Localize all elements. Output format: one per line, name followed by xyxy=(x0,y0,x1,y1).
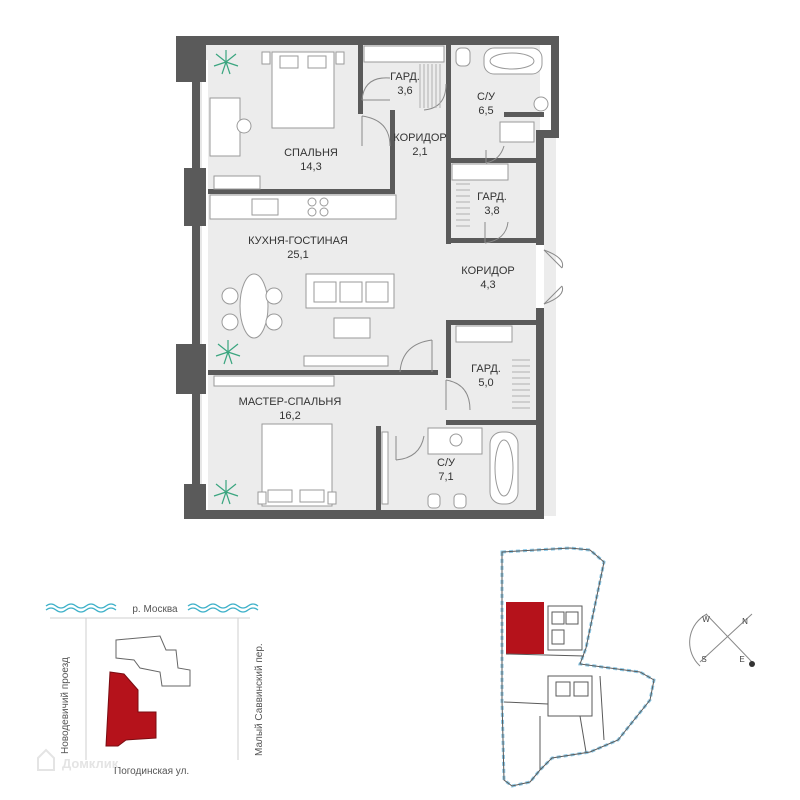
room-area-gard2: 3,8 xyxy=(484,205,499,217)
desk xyxy=(209,97,241,157)
kitchen-counter xyxy=(209,194,397,220)
apartment-plan: СПАЛЬНЯ 14,3 ГАРД. 3,6 С/У 6,5 КОРИДОР 2… xyxy=(176,36,564,519)
building-facade xyxy=(500,546,656,788)
building-core xyxy=(503,605,605,770)
furniture xyxy=(209,45,549,509)
street-left-label: Новодевичий проезд xyxy=(60,657,71,754)
room-area-gard3: 5,0 xyxy=(478,377,493,389)
svg-text:W: W xyxy=(702,615,710,624)
room-area-koridor2: 4,3 xyxy=(480,279,495,291)
room-area-spalnya: 14,3 xyxy=(300,161,321,173)
room-name-gard1: ГАРД. xyxy=(390,71,420,83)
room-name-gard2: ГАРД. xyxy=(477,191,507,203)
room-area-koridor1: 2,1 xyxy=(412,146,427,158)
room-labels: СПАЛЬНЯ 14,3 ГАРД. 3,6 С/У 6,5 КОРИДОР 2… xyxy=(239,71,515,483)
room-name-koridor2: КОРИДОР xyxy=(461,265,514,277)
master-wardrobe xyxy=(213,375,335,387)
river-icon xyxy=(45,603,259,613)
street-bottom-label: Погодинская ул. xyxy=(114,766,189,777)
location-map: р. Москва Новодевичий проезд Малый Савви… xyxy=(45,603,265,777)
dining-table xyxy=(239,273,269,339)
sink-1 xyxy=(499,121,535,143)
room-area-su2: 7,1 xyxy=(438,471,453,483)
plant-icon xyxy=(213,480,239,505)
room-name-kitchen: КУХНЯ-ГОСТИНАЯ xyxy=(248,235,348,247)
room-name-su1: С/У xyxy=(477,91,496,103)
room-area-kitchen: 25,1 xyxy=(287,249,308,261)
room-name-master: МАСТЕР-СПАЛЬНЯ xyxy=(239,396,342,408)
plant-icons xyxy=(213,50,241,505)
compass-icon: W N S E xyxy=(689,613,755,667)
bedroom-shelf xyxy=(213,175,261,190)
outer-walls xyxy=(176,36,559,519)
highlighted-unit xyxy=(506,602,544,654)
room-name-koridor1: КОРИДОР xyxy=(393,132,446,144)
svg-text:S: S xyxy=(701,655,706,664)
room-name-spalnya: СПАЛЬНЯ xyxy=(284,147,338,159)
plant-icon xyxy=(213,50,239,75)
highlighted-building xyxy=(105,671,157,747)
room-area-gard1: 3,6 xyxy=(397,85,412,97)
coffee-table xyxy=(333,317,371,339)
river-label: р. Москва xyxy=(132,604,178,615)
floor-key-plan xyxy=(500,546,656,788)
neighbor-building xyxy=(115,635,191,687)
room-area-su1: 6,5 xyxy=(478,105,493,117)
tv-unit xyxy=(303,355,389,367)
plant-icon xyxy=(215,340,241,365)
watermark-house-icon xyxy=(37,748,55,771)
room-name-gard3: ГАРД. xyxy=(471,363,501,375)
entry-door xyxy=(536,245,564,308)
svg-text:Домклик: Домклик xyxy=(62,756,119,771)
svg-text:E: E xyxy=(739,655,744,664)
svg-text:N: N xyxy=(742,617,748,626)
street-right-label: Малый Саввинский пер. xyxy=(254,643,265,756)
watermark: Домклик xyxy=(37,748,119,771)
toilet-1 xyxy=(455,47,471,67)
room-area-master: 16,2 xyxy=(279,410,300,422)
room-name-su2: С/У xyxy=(437,457,456,469)
